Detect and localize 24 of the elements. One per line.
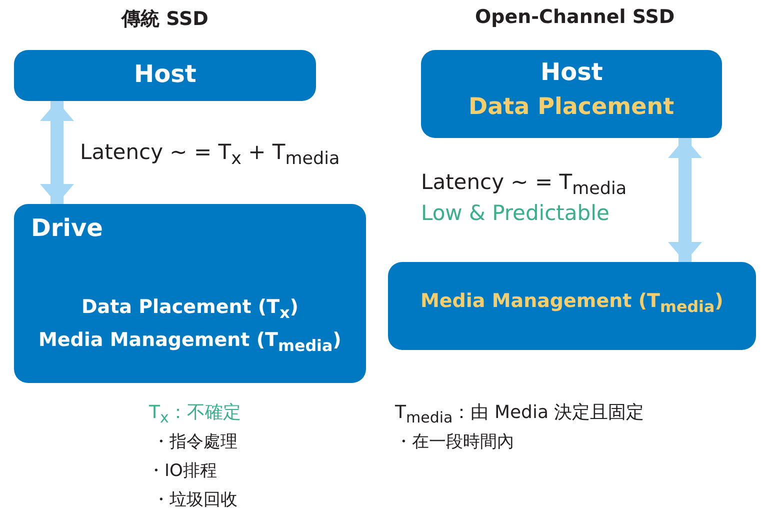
double-arrow xyxy=(40,101,74,204)
process-box xyxy=(14,50,316,101)
box-heading: Drive xyxy=(31,214,103,242)
note-text: T$_{media}$：由 Media 決定且固定 xyxy=(395,401,644,427)
process-box xyxy=(421,50,722,138)
bullet-item: ・在一段時間內 xyxy=(395,431,514,453)
box-text: Media Management (T$_{media}$) xyxy=(420,290,724,316)
box-text: Host xyxy=(134,60,196,88)
process-box xyxy=(14,204,366,383)
note-text: T$_{x}$：不確定 xyxy=(149,401,241,427)
edge-label: Latency ~ = T$_{media}$ xyxy=(421,170,627,200)
box-text: Data Placement (T$_{x}$) xyxy=(82,296,298,322)
box-heading: Host xyxy=(540,58,603,86)
double-arrow xyxy=(668,138,702,262)
heading: Open-Channel SSD xyxy=(475,6,675,28)
bullet-item: ・指令處理 xyxy=(152,431,238,453)
edge-label: Latency ~ = T$_{x}$ + T$_{media}$ xyxy=(80,140,340,170)
note-text: Low & Predictable xyxy=(421,201,610,225)
box-text: Media Management (T$_{media}$) xyxy=(38,329,342,355)
box-text: Data Placement xyxy=(468,94,674,120)
bullet-item: ・垃圾回收 xyxy=(152,489,238,510)
bullet-item: ・IO排程 xyxy=(148,460,217,482)
process-box xyxy=(388,262,756,350)
heading: 傳統 SSD xyxy=(122,7,208,32)
